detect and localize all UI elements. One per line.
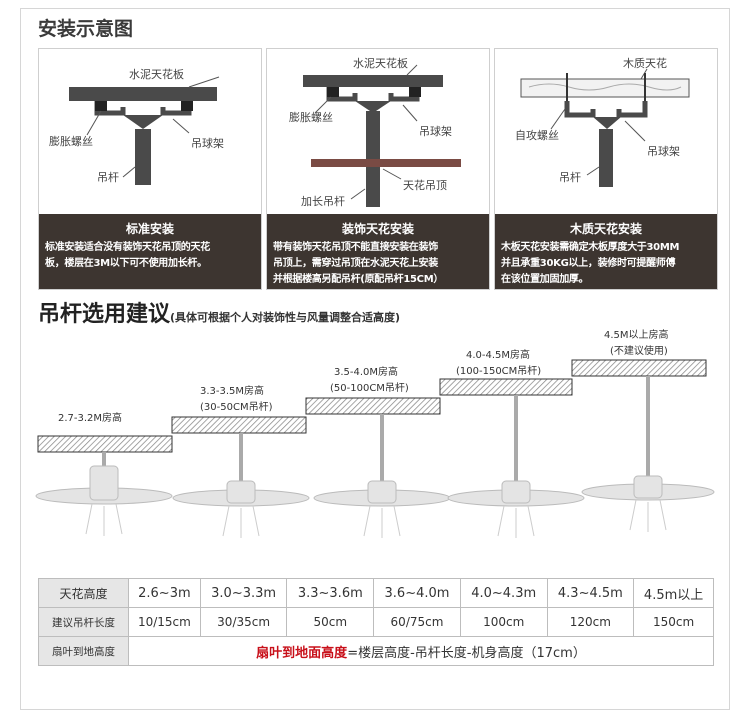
table-cell: 4.5m以上 xyxy=(633,578,714,608)
caption-line: 吊顶上，需穿过吊顶在水泥天花上安装 xyxy=(273,258,438,269)
formula-cell: 扇叶到地面高度=楼层高度-吊杆长度-机身高度（17cm） xyxy=(128,636,714,666)
rod-5 xyxy=(646,376,650,476)
ceiling-step-1 xyxy=(37,435,173,453)
label-screw: 膨胀螺丝 xyxy=(289,110,333,124)
decorative-install-caption: 装饰天花安装 带有装饰天花吊顶不能直接安装在装饰 吊顶上，需穿过吊顶在水泥天花上… xyxy=(267,214,489,289)
install-section-title: 安装示意图 xyxy=(38,18,134,40)
caption-line: 在该位置加固加厚。 xyxy=(501,274,589,285)
table-cell: 4.3~4.5m xyxy=(546,578,635,608)
rod-1 xyxy=(102,452,106,466)
label-ceiling: 水泥天花板 xyxy=(129,67,184,81)
formula-text: =楼层高度-吊杆长度-机身高度（17cm） xyxy=(347,645,586,661)
table-cell: 50cm xyxy=(286,607,375,637)
ceiling-fan-5 xyxy=(581,475,715,532)
ceiling-step-2 xyxy=(171,416,307,434)
formula-highlight: 扇叶到地面高度 xyxy=(256,645,348,661)
table-header-blade: 扇叶到地高度 xyxy=(38,636,129,666)
expansion-screw-left xyxy=(95,101,107,111)
label-screw: 自攻螺丝 xyxy=(515,128,559,142)
rod-section-subtitle: (具体可根据个人对装饰性与风量调整合适高度) xyxy=(170,311,401,324)
standard-install-caption: 标准安装 标准安装适合没有装饰天花吊顶的天花 板，楼层在3M以下可不使用加长杆。 xyxy=(39,214,261,289)
table-row: 建议吊杆长度 10/15cm 30/35cm 50cm 60/75cm 100c… xyxy=(38,607,714,637)
ceiling-slab xyxy=(69,87,217,101)
step-label-3: 3.5-4.0M房高 xyxy=(334,365,398,378)
standard-install-diagram: 水泥天花板 膨胀螺丝 吊球架 吊杆 xyxy=(49,67,224,185)
step-sub-2: (30-50CM吊杆) xyxy=(200,401,273,413)
ceiling-fan-3 xyxy=(313,480,451,538)
ceiling-step-5 xyxy=(571,359,707,377)
step-label-2: 3.3-3.5M房高 xyxy=(200,384,264,397)
rod-spec-table: 天花高度 2.6~3m 3.0~3.3m 3.3~3.6m 3.6~4.0m 4… xyxy=(38,578,714,666)
expansion-screw-right xyxy=(181,101,193,111)
ceiling-fan-1 xyxy=(35,465,173,536)
table-cell: 150cm xyxy=(633,607,714,637)
caption-line: 并且承重30KG以上，装修时可提醒师傅 xyxy=(501,258,676,269)
label-screw: 膨胀螺丝 xyxy=(49,134,93,148)
hanger-bracket xyxy=(123,115,163,129)
table-cell: 3.3~3.6m xyxy=(286,578,375,608)
table-cell: 3.6~4.0m xyxy=(373,578,461,608)
table-cell: 30/35cm xyxy=(199,607,288,637)
down-rod xyxy=(135,129,151,185)
table-header-ceiling: 天花高度 xyxy=(38,578,129,608)
label-wood: 木质天花 xyxy=(623,57,667,70)
rod-2 xyxy=(239,433,243,481)
label-deco: 天花吊顶 xyxy=(403,179,447,192)
rod-section-title: 吊杆选用建议 xyxy=(38,302,171,327)
ceiling-fan-4 xyxy=(447,480,585,538)
table-cell: 2.6~3m xyxy=(128,578,201,608)
caption-line: 板，楼层在3M以下可不使用加长杆。 xyxy=(45,258,207,269)
table-row: 天花高度 2.6~3m 3.0~3.3m 3.3~3.6m 3.6~4.0m 4… xyxy=(38,578,714,608)
step-sub-3: (50-100CM吊杆) xyxy=(330,382,409,394)
table-row: 扇叶到地高度 扇叶到地面高度=楼层高度-吊杆长度-机身高度（17cm） xyxy=(38,636,714,666)
content-frame xyxy=(20,8,730,710)
rod-3 xyxy=(380,414,384,482)
ceiling-fan-2 xyxy=(172,480,310,538)
step-sub-5: (不建议使用) xyxy=(610,344,668,357)
label-rod: 吊杆 xyxy=(97,170,119,184)
ceiling-slab xyxy=(303,75,443,87)
table-cell: 10/15cm xyxy=(128,607,201,637)
caption-title: 标准安装 xyxy=(125,222,174,236)
table-cell: 4.0~4.3m xyxy=(459,578,548,608)
step-sub-4: (100-150CM吊杆) xyxy=(456,365,541,377)
caption-line: 并根据楼高另配吊杆(原配吊杆15CM） xyxy=(273,274,444,285)
rod-4 xyxy=(514,395,518,481)
wood-install-diagram: 木质天花 自攻螺丝 吊球架 吊杆 xyxy=(515,57,690,187)
label-bracket: 吊球架 xyxy=(191,136,224,150)
label-ext-rod: 加长吊杆 xyxy=(301,194,345,208)
ceiling-step-3 xyxy=(305,397,441,415)
wood-install-caption: 木质天花安装 木板天花安装需确定木板厚度大于30MM 并且承重30KG以上，装修… xyxy=(495,214,717,289)
rod-section-heading: 吊杆选用建议(具体可根据个人对装饰性与风量调整合适高度) xyxy=(38,296,400,328)
caption-line: 带有装饰天花吊顶不能直接安装在装饰 xyxy=(273,242,438,253)
table-header-rod: 建议吊杆长度 xyxy=(38,607,129,637)
install-panel-standard: 水泥天花板 膨胀螺丝 吊球架 吊杆 标准安装 标准安装适合没有装饰天花吊顶的天花… xyxy=(38,48,262,290)
table-cell: 60/75cm xyxy=(373,607,461,637)
decorative-ceiling xyxy=(311,159,461,167)
table-cell: 120cm xyxy=(546,607,635,637)
step-label-1: 2.7-3.2M房高 xyxy=(58,411,122,424)
label-bracket: 吊球架 xyxy=(419,124,452,138)
step-label-5: 4.5M以上房高 xyxy=(604,328,669,341)
caption-title: 装饰天花安装 xyxy=(341,222,414,236)
decorative-install-diagram: 水泥天花板 膨胀螺丝 吊球架 加长吊杆 天花吊顶 xyxy=(289,56,461,208)
caption-line: 标准安装适合没有装饰天花吊顶的天花 xyxy=(45,242,210,253)
step-label-4: 4.0-4.5M房高 xyxy=(466,348,530,361)
table-cell: 3.0~3.3m xyxy=(199,578,288,608)
label-ceiling: 水泥天花板 xyxy=(353,56,408,70)
label-bracket: 吊球架 xyxy=(647,144,680,158)
label-rod: 吊杆 xyxy=(559,170,581,184)
install-panel-wood: 木质天花 自攻螺丝 吊球架 吊杆 木质天花安装 木板天花安装需确定木板厚度大于3… xyxy=(494,48,718,290)
install-panel-decorative: 水泥天花板 膨胀螺丝 吊球架 加长吊杆 天花吊顶 装饰天花安装 带有装饰天花吊顶… xyxy=(266,48,490,290)
ceiling-step-4 xyxy=(439,378,573,396)
caption-title: 木质天花安装 xyxy=(569,222,642,236)
table-cell: 100cm xyxy=(459,607,548,637)
rod-height-diagram: 2.7-3.2M房高 3.3-3.5M房高 (30-50CM吊杆) 3.5-4.… xyxy=(35,328,715,538)
caption-line: 木板天花安装需确定木板厚度大于30MM xyxy=(501,242,680,253)
